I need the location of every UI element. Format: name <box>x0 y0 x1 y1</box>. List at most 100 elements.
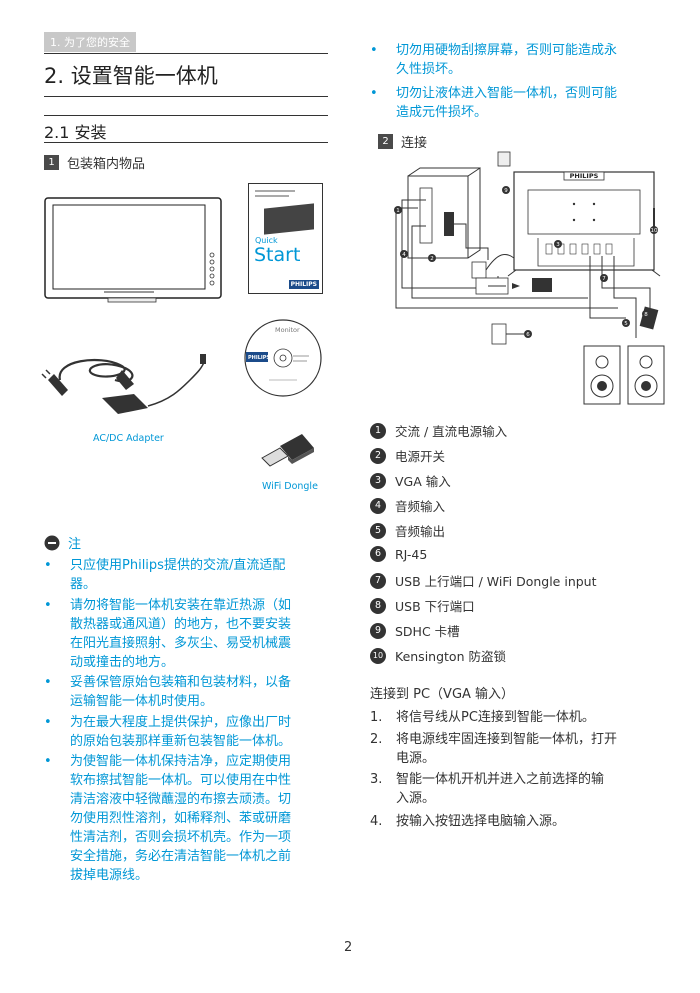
cd-label: Monitor <box>275 326 300 334</box>
legend-label: RJ-45 <box>395 546 428 562</box>
right-bullet: • 切勿让液体进入智能一体机，否则可能 造成元件损坏。 <box>370 86 618 120</box>
note-line: 在阳光直接照射、多灰尘、易受机械震 <box>70 636 292 651</box>
callout-2: 2 <box>430 256 434 262</box>
note-item: • 请勿将智能一体机安装在靠近热源（如 散热器或通风道）的地方，也不要安装 在阳… <box>44 598 292 670</box>
legend-label: Kensington 防盗锁 <box>395 649 506 664</box>
legend-item: 4 音频输入 <box>370 496 445 515</box>
callout-3: 3 <box>556 242 560 248</box>
callout-1: 1 <box>396 208 400 214</box>
note-line: 请勿将智能一体机安装在靠近热源（如 <box>70 598 292 613</box>
cd-disc-illustration <box>244 319 322 397</box>
pc-step: 1. 将信号线从PC连接到智能一体机。 <box>370 710 595 725</box>
diagram-brand: PHILIPS <box>570 172 599 180</box>
pc-step-line: 智能一体机开机并进入之前选择的输 <box>396 772 605 787</box>
note-line: 勿使用烈性溶剂，如稀释剂、苯或研磨 <box>70 811 292 826</box>
legend-item: 2 电源开关 <box>370 446 445 465</box>
legend-item: 5 音频输出 <box>370 521 445 540</box>
header-rule <box>44 53 328 54</box>
legend-number: 7 <box>370 572 386 589</box>
legend-number: 8 <box>370 597 386 614</box>
subtitle-rule-top <box>44 115 328 116</box>
legend-label: 音频输入 <box>395 499 446 514</box>
callout-9: 9 <box>504 188 508 194</box>
booklet-photo-icon <box>264 203 314 235</box>
note-line: 清洁溶液中轻微蘸湿的布擦去顽渍。切 <box>70 792 292 807</box>
legend-label: 电源开关 <box>395 449 446 464</box>
legend-label: 音频输出 <box>395 524 446 539</box>
quick-start-booklet: Quick Start PHILIPS <box>248 183 323 294</box>
subsection-title: 2.1 安装 <box>44 123 107 142</box>
legend-number: 6 <box>370 546 386 562</box>
title-rule <box>44 96 328 97</box>
package-title: 包装箱内物品 <box>67 157 146 172</box>
right-bullet-line: 切勿让液体进入智能一体机，否则可能 <box>396 86 618 101</box>
connect-title: 连接 <box>401 136 428 151</box>
legend-label: USB 上行端口 / WiFi Dongle input <box>395 574 597 589</box>
legend-item: 3 VGA 输入 <box>370 471 451 490</box>
legend-number: 10 <box>370 647 386 664</box>
note-item: • 只应使用Philips提供的交流/直流适配 器。 <box>44 558 286 592</box>
legend-item: 8 USB 下行端口 <box>370 596 475 615</box>
package-heading: 1 包装箱内物品 <box>44 153 145 172</box>
legend-label: SDHC 卡槽 <box>395 624 460 639</box>
legend-number: 5 <box>370 522 386 539</box>
pc-step-line: 按输入按钮选择电脑输入源。 <box>396 814 566 829</box>
adapter-caption: AC/DC Adapter <box>93 433 164 444</box>
page-number: 2 <box>344 940 353 955</box>
legend-item: 9 SDHC 卡槽 <box>370 621 460 640</box>
breadcrumb: 1. 为了您的安全 <box>44 32 136 52</box>
pc-connect-title: 连接到 PC（VGA 输入） <box>370 687 515 702</box>
connect-heading: 2 连接 <box>378 132 427 151</box>
booklet-brand: PHILIPS <box>288 280 319 289</box>
pc-step-line: 入源。 <box>396 791 436 806</box>
pc-step-line: 电源。 <box>396 751 436 766</box>
note-line: 器。 <box>70 577 97 592</box>
legend-number: 1 <box>370 422 386 439</box>
note-heading: 注 <box>44 533 81 552</box>
note-line: 拔掉电源线。 <box>70 868 149 883</box>
note-line: 软布擦拭智能一体机。可以使用在中性 <box>70 773 292 788</box>
legend-label: USB 下行端口 <box>395 599 475 614</box>
note-line: 动或撞击的地方。 <box>70 655 175 670</box>
legend-item: 7 USB 上行端口 / WiFi Dongle input <box>370 571 597 590</box>
note-line: 的原始包装那样重新包装智能一体机。 <box>70 734 292 749</box>
note-line: 为在最大程度上提供保护，应像出厂时 <box>70 715 292 730</box>
connection-diagram: PHILIPS 1 2 3 4 5 6 7 8 9 10 <box>394 151 665 405</box>
legend-number: 3 <box>370 472 386 489</box>
pc-step: 3. 智能一体机开机并进入之前选择的输 入源。 <box>370 772 605 806</box>
cd-brand: PHILIPS <box>248 355 271 361</box>
pc-step: 2. 将电源线牢固连接到智能一体机，打开 电源。 <box>370 732 618 766</box>
note-line: 妥善保管原始包装箱和包装材料，以备 <box>70 675 292 690</box>
note-icon <box>44 535 60 550</box>
package-step-number: 1 <box>44 155 59 170</box>
callout-4: 4 <box>402 252 406 258</box>
note-line: 运输智能一体机时使用。 <box>70 694 214 709</box>
right-bullet-line: 久性损坏。 <box>396 62 462 77</box>
legend-label: 交流 / 直流电源输入 <box>395 424 508 439</box>
callout-5: 5 <box>624 321 628 327</box>
right-bullet-line: 切勿用硬物刮擦屏幕，否则可能造成永 <box>396 43 618 58</box>
callout-10: 10 <box>651 228 658 234</box>
legend-item: 6 RJ-45 <box>370 546 427 562</box>
legend-number: 4 <box>370 497 386 514</box>
section-title: 2. 设置智能一体机 <box>44 64 218 88</box>
note-item: • 妥善保管原始包装箱和包装材料，以备 运输智能一体机时使用。 <box>44 675 292 709</box>
callout-6: 6 <box>526 332 530 338</box>
legend-number: 2 <box>370 447 386 464</box>
legend-label: VGA 输入 <box>395 474 451 489</box>
right-bullet-line: 造成元件损坏。 <box>396 105 488 120</box>
subtitle-rule-bottom <box>44 142 328 143</box>
note-line: 安全措施，务必在清洁智能一体机之前 <box>70 849 292 864</box>
note-title: 注 <box>68 537 82 552</box>
booklet-word-quick: Quick <box>255 236 278 245</box>
note-item: • 为使智能一体机保持洁净，应定期使用 软布擦拭智能一体机。可以使用在中性 清洁… <box>44 754 292 883</box>
callout-8: 8 <box>644 312 648 318</box>
dongle-caption: WiFi Dongle <box>262 481 318 492</box>
ac-dc-adapter-illustration <box>41 354 206 414</box>
monitor-front-illustration <box>44 197 222 303</box>
legend-number: 9 <box>370 622 386 639</box>
pc-step-line: 将信号线从PC连接到智能一体机。 <box>396 710 595 725</box>
note-line: 散热器或通风道）的地方，也不要安装 <box>70 617 292 632</box>
note-line: 性清洁剂，否则会损坏机壳。作为一项 <box>70 830 292 845</box>
note-item: • 为在最大程度上提供保护，应像出厂时 的原始包装那样重新包装智能一体机。 <box>44 715 292 749</box>
